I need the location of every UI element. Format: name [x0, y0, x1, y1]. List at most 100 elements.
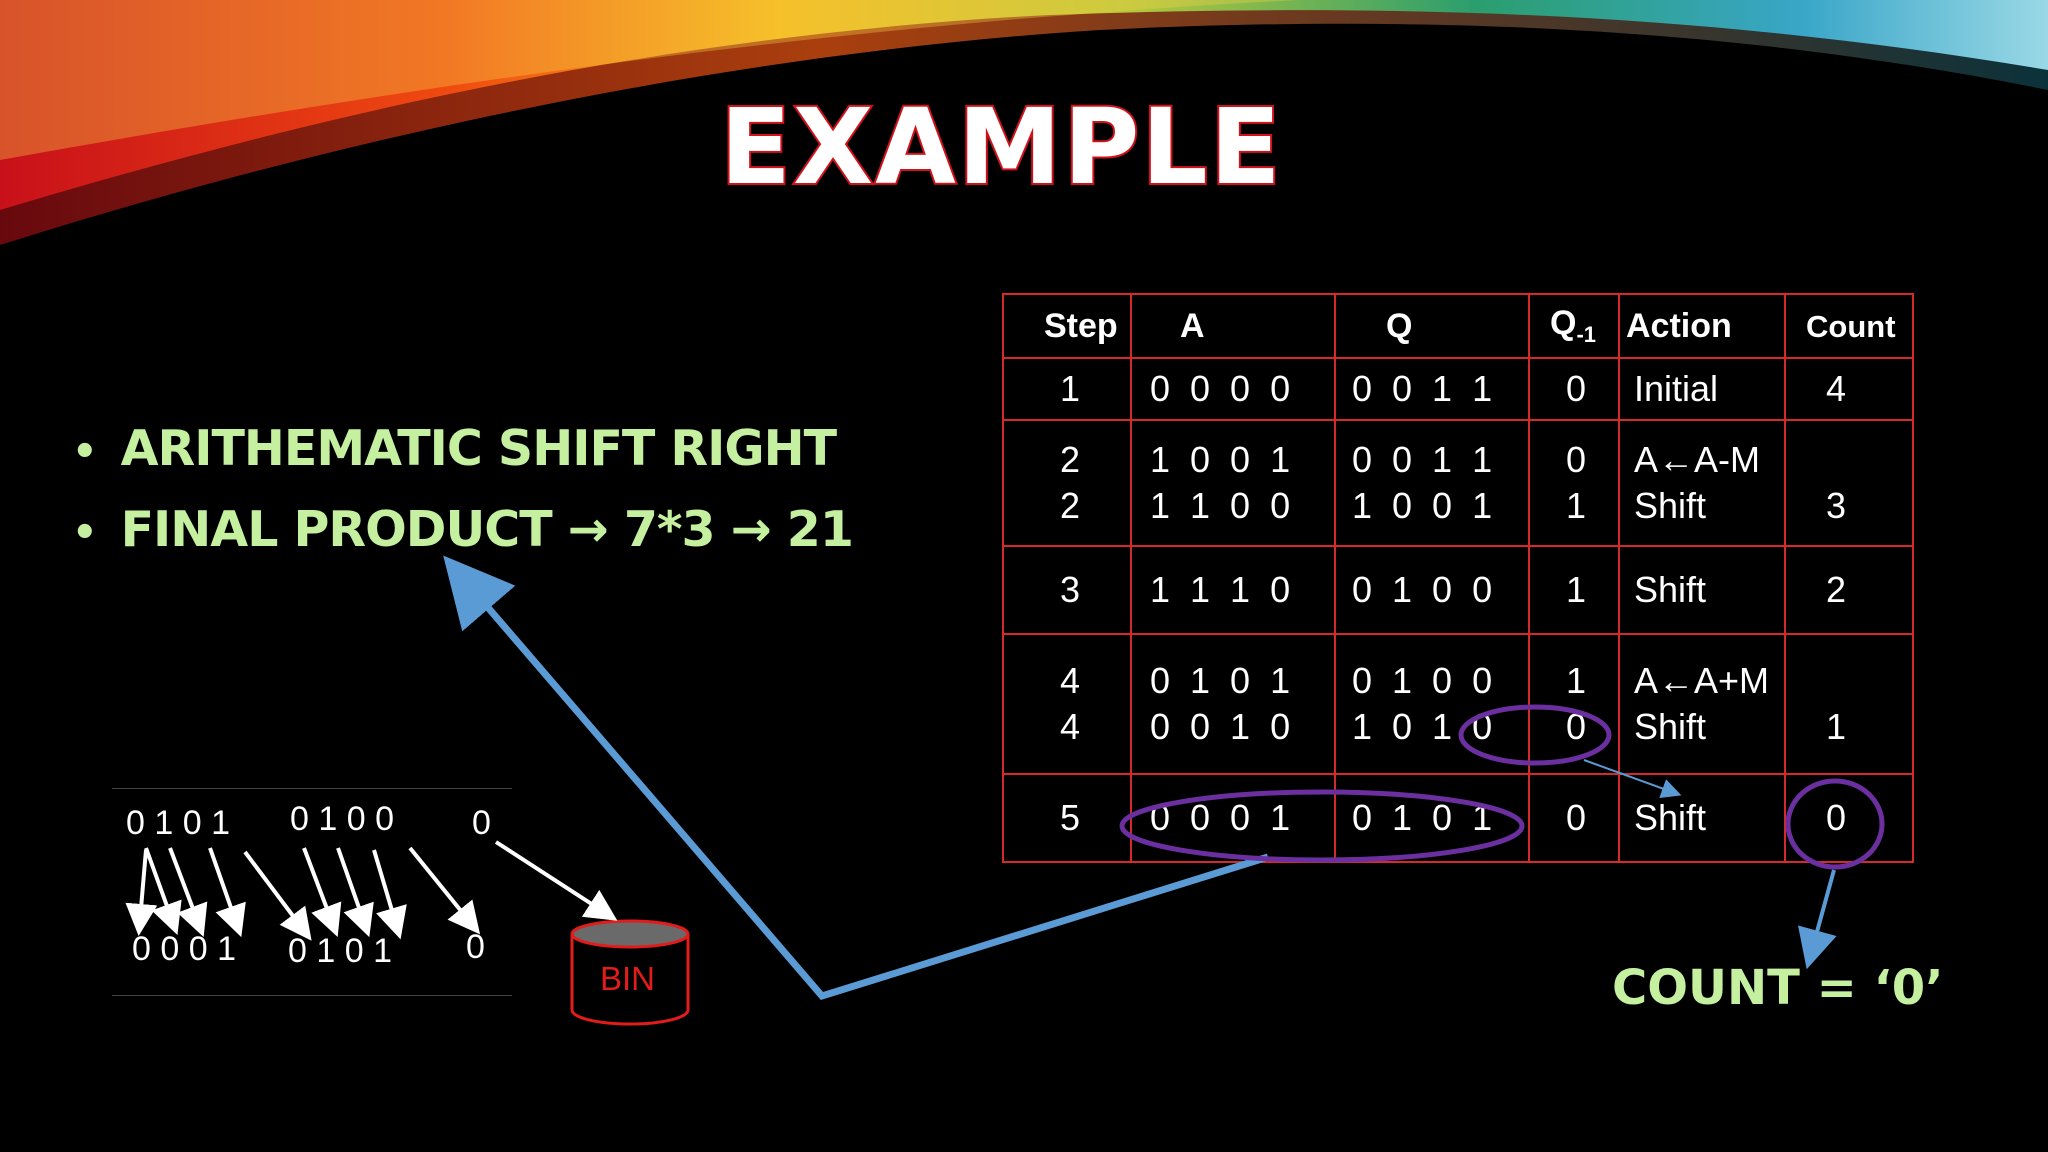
cell-a-line: 0 0 0 0: [1150, 368, 1291, 409]
shift-top-a: 0 1 0 1: [126, 804, 230, 842]
cell-a-line: 1 1 0 0: [1150, 485, 1291, 526]
cell-action-content: Initial: [1620, 369, 1784, 409]
cell-a-line: 1 0 0 1: [1150, 439, 1291, 480]
cell-q-content: 0 1 0 0: [1336, 570, 1528, 610]
header-step-label: Step: [1044, 306, 1118, 345]
cell-q-content: 0 0 1 1: [1336, 369, 1528, 409]
header-count-label: Count: [1806, 308, 1896, 344]
cell-q1: 0: [1528, 357, 1620, 421]
cell-count: 3: [1784, 419, 1914, 547]
header-a-label: A: [1180, 306, 1205, 345]
cell-a: 1 1 1 0: [1130, 545, 1336, 635]
cell-action-content: A←A-M Shift: [1620, 437, 1784, 529]
cell-q-line: 1 0 0 1: [1352, 485, 1493, 526]
cell-count-value: 0: [1826, 797, 1847, 838]
decorative-banner: [0, 0, 2048, 245]
cell-count-content: 4: [1786, 368, 1912, 410]
cell-step-line: 2: [1060, 485, 1081, 526]
cell-action: Shift: [1618, 545, 1786, 635]
cell-step-line: 3: [1060, 569, 1081, 610]
cell-count-value: 2: [1826, 569, 1847, 610]
header-count: Count: [1784, 293, 1914, 359]
shift-demo-top-rule: [112, 788, 512, 789]
table-row: 3 1 1 1 0 0 1 0 0 1 Shift 2: [1002, 545, 1914, 635]
cell-q: 0 1 0 1: [1334, 773, 1530, 863]
cell-action-line: Shift: [1634, 797, 1707, 838]
cell-count-content: 1: [1786, 660, 1912, 748]
table-header-row: Step A Q Q-1 Action Count: [1002, 293, 1914, 359]
cell-step-line: 4: [1060, 660, 1081, 701]
slide-title: EXAMPLE: [718, 86, 1283, 208]
header-step: Step: [1002, 293, 1132, 359]
cell-q-content: 0 0 1 1 1 0 0 1: [1336, 437, 1528, 529]
bullet-dot-icon: •: [72, 429, 98, 475]
header-action-label: Action: [1626, 306, 1732, 345]
bullet-item: •FINAL PRODUCT → 7*3 → 21: [72, 491, 854, 572]
cell-count-content: 3: [1786, 439, 1912, 527]
shift-bottom-q1: 0: [466, 928, 485, 966]
cell-step: 3: [1002, 545, 1132, 635]
cell-q: 0 1 0 0: [1334, 545, 1530, 635]
cell-q1: 0: [1528, 773, 1620, 863]
cell-a: 1 0 0 1 1 1 0 0: [1130, 419, 1336, 547]
header-q1-label: Q: [1550, 304, 1577, 343]
highlight-oval-aq: [1119, 789, 1525, 863]
cell-count-value: 4: [1826, 368, 1847, 409]
cell-step-line: 4: [1060, 706, 1081, 747]
cell-step-line: 5: [1060, 797, 1081, 838]
cell-q-line: 0 1 0 0: [1352, 660, 1493, 701]
header-q1-subscript: -1: [1576, 321, 1597, 347]
cell-action: Initial: [1618, 357, 1786, 421]
cell-count: 4: [1784, 357, 1914, 421]
cell-q1-line: 1: [1566, 660, 1587, 701]
cell-action-line: Shift: [1634, 485, 1707, 526]
shift-bottom-a: 0 0 0 1: [132, 930, 236, 968]
result-arrow: [443, 555, 1270, 1001]
cell-a-content: 0 0 0 0: [1132, 369, 1334, 409]
cell-q1-content: 0: [1530, 798, 1618, 838]
shift-bottom-q: 0 1 0 1: [288, 932, 392, 970]
cell-step-line: 1: [1060, 368, 1081, 409]
bullet-dot-icon: •: [72, 510, 98, 556]
cell-action-line: A←A-M: [1634, 439, 1760, 480]
shift-arrows: [125, 840, 618, 941]
cell-a-line: 0 1 0 1: [1150, 660, 1291, 701]
highlight-oval-q0-q1: [1458, 704, 1612, 766]
cell-a: 0 0 0 0: [1130, 357, 1336, 421]
cell-count-value: 3: [1826, 485, 1847, 526]
shift-top-q1: 0: [472, 804, 491, 842]
cell-q1-content: 0: [1530, 369, 1618, 409]
cell-count: 1: [1784, 633, 1914, 775]
highlight-oval-count: [1785, 778, 1885, 870]
shift-top-q: 0 1 0 0: [290, 800, 394, 838]
cell-q1-line: 0: [1566, 706, 1587, 747]
cell-count-content: 2: [1786, 569, 1912, 611]
header-q1: Q-1: [1528, 293, 1620, 359]
cell-q1-content: 1: [1530, 570, 1618, 610]
cell-q-line: 0 0 1 1: [1352, 439, 1493, 480]
cell-q-line: 0 0 1 1: [1352, 368, 1493, 409]
cell-action-content: Shift: [1620, 570, 1784, 610]
cell-a-content: 1 1 1 0: [1132, 570, 1334, 610]
cell-count-content: 0: [1786, 797, 1912, 839]
cell-q: 0 0 1 1 1 0 0 1: [1334, 419, 1530, 547]
cell-a-line: 1 1 1 0: [1150, 569, 1291, 610]
cell-q1-line: 1: [1566, 485, 1587, 526]
cell-q1-line: 1: [1566, 569, 1587, 610]
shift-demo: 0 1 0 1 0 1 0 0 0 0 0 0 1 0 1 0 1 0: [112, 788, 512, 996]
bullet-item: •ARITHEMATIC SHIFT RIGHT: [72, 410, 853, 491]
bin-label: BIN: [600, 960, 656, 997]
bin-icon: [570, 919, 690, 1026]
